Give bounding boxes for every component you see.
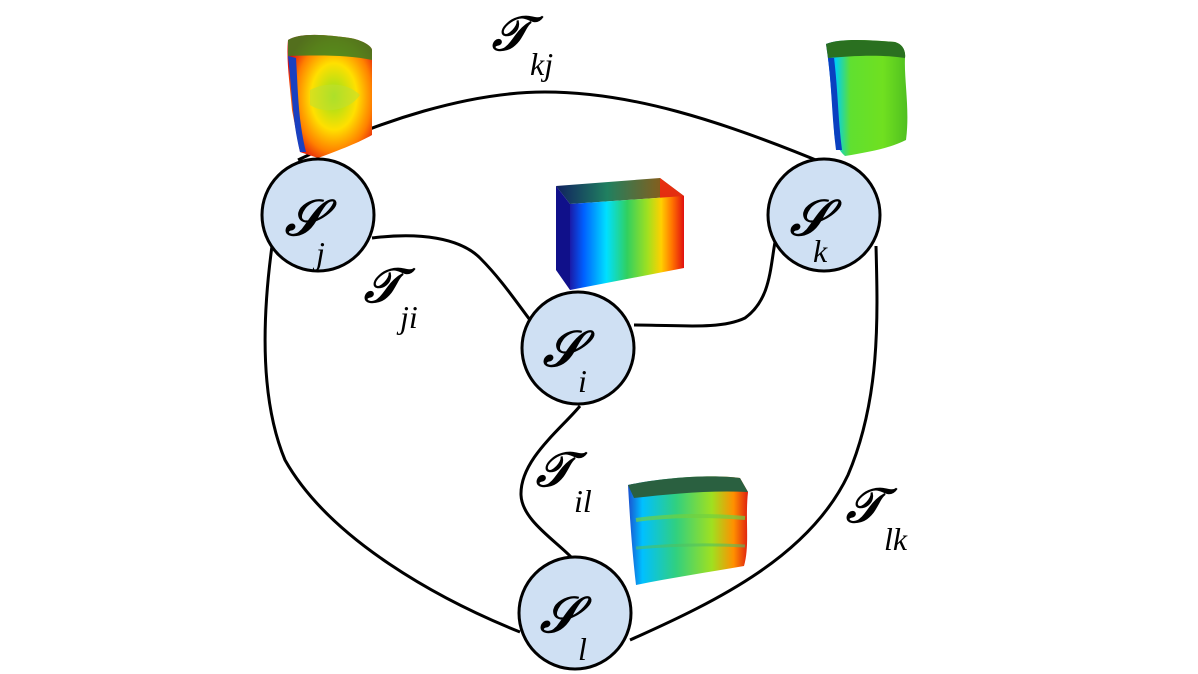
- node-s-l-circle: [517, 555, 633, 671]
- edge-label-ji-subscript: ji: [396, 299, 418, 335]
- edge-label-il-subscript: il: [574, 483, 592, 519]
- deformed-block-l-thumbnail: [628, 476, 748, 585]
- node-s-k-circle: [766, 157, 882, 273]
- edge-kj: [297, 90, 829, 167]
- node-s-j-subscript: j: [312, 235, 325, 271]
- node-s-l: 𝒮 l: [517, 555, 633, 671]
- node-s-j: 𝒮 j: [260, 157, 376, 273]
- edge-ji: [371, 234, 532, 321]
- edges: [263, 90, 879, 642]
- edge-label-lk-subscript: lk: [884, 521, 908, 557]
- edge-label-kj-subscript: kj: [530, 46, 553, 82]
- edge-label-lk: 𝒯 lk: [845, 478, 908, 557]
- node-s-i-circle: [520, 290, 636, 406]
- node-s-l-subscript: l: [578, 631, 587, 667]
- node-s-i: 𝒮 i: [520, 290, 636, 406]
- edge-ik: [633, 241, 777, 328]
- deformed-block-j-thumbnail: [287, 34, 372, 158]
- edge-label-kj: 𝒯 kj: [491, 6, 553, 82]
- node-s-j-circle: [260, 157, 376, 273]
- node-s-k: 𝒮 k: [766, 157, 882, 273]
- node-s-i-subscript: i: [578, 363, 587, 399]
- edge-label-il: 𝒯 il: [535, 442, 592, 519]
- edge-label-ji: 𝒯 ji: [363, 258, 418, 335]
- edge-jl: [263, 245, 521, 634]
- deformed-block-k-thumbnail: [826, 40, 908, 156]
- edge-lk: [629, 245, 879, 642]
- node-s-k-subscript: k: [813, 233, 828, 269]
- reference-block-i-thumbnail: [556, 178, 684, 290]
- edge-il: [519, 405, 582, 560]
